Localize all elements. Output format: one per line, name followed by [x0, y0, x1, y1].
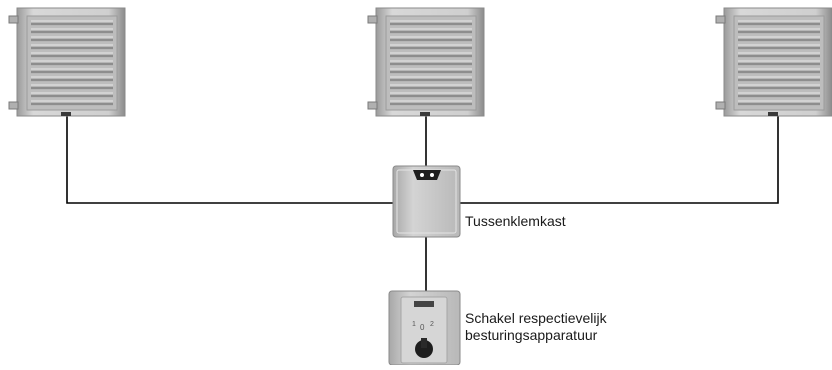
heater-left: [7, 6, 127, 118]
wire-left: [66, 115, 393, 204]
junction-box-label: Tussenklemkast: [465, 213, 566, 229]
control-switch: 0 1 2: [388, 290, 461, 366]
junction-box: [392, 165, 461, 238]
wiring: [66, 115, 779, 291]
svg-text:1: 1: [412, 321, 416, 328]
heater-center: [366, 6, 486, 118]
control-switch-label-line1: Schakel respectievelijk: [465, 310, 607, 326]
control-switch-label-line2: besturingsapparatuur: [465, 327, 598, 343]
svg-text:2: 2: [430, 321, 434, 328]
heater-right: [714, 6, 832, 118]
wire-right: [460, 115, 779, 204]
svg-text:0: 0: [420, 323, 425, 332]
control-switch-label: Schakel respectievelijk besturingsappara…: [465, 310, 607, 344]
